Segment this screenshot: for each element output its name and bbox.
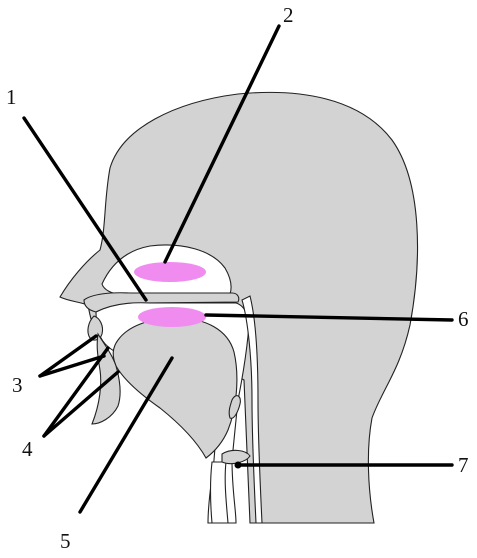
leader-line-5: [80, 358, 172, 512]
label-2: 2: [283, 3, 294, 27]
label-1: 1: [6, 85, 17, 109]
label-4: 4: [22, 437, 33, 461]
leader-dot-7: [235, 462, 242, 469]
nasal-highlight: [134, 262, 206, 282]
label-5: 5: [60, 529, 71, 553]
palate-highlight: [138, 307, 206, 327]
tongue: [113, 318, 237, 458]
vocal-folds: [222, 450, 250, 463]
trachea: [211, 462, 229, 523]
label-7: 7: [458, 453, 469, 477]
label-3: 3: [12, 373, 23, 397]
leader-line-3a: [40, 336, 96, 376]
label-6: 6: [458, 307, 469, 331]
